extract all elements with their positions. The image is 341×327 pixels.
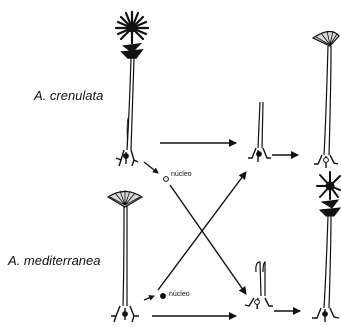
mediterranea-cap: [108, 190, 142, 207]
arrow-bottom-rhizoid-to-nucleus: [144, 296, 154, 300]
species-label-top: A. crenulata: [34, 88, 103, 103]
mediterranea-stalk: [123, 206, 124, 306]
result-bottom: [312, 172, 340, 322]
crenulata-nucleus: [164, 177, 169, 182]
arrow-top-nucleus-to-bottom-graft: [170, 185, 246, 294]
result-top-cap: [313, 31, 339, 46]
crenulata-whorl: [122, 44, 142, 58]
mediterranea-nucleus: [160, 293, 166, 299]
graft-top: [248, 102, 271, 162]
nucleus-label-bottom: núcleo: [169, 291, 190, 298]
nucleus-label-top: núcleo: [171, 171, 192, 178]
graft-bottom: [245, 262, 273, 309]
mediterranea-alga: [108, 190, 142, 322]
arrow-rhizoid-to-nucleus-top: [144, 162, 158, 173]
crenulata-alga: [116, 12, 148, 166]
crenulata-rhizoid: [116, 150, 138, 166]
mediterranea-rhizoid: [111, 306, 139, 322]
result-bottom-cap: [317, 172, 340, 216]
result-top: [313, 31, 339, 168]
arrows: [144, 143, 300, 316]
species-label-bottom: A. mediterranea: [8, 253, 101, 268]
crenulata-cap: [116, 12, 148, 43]
